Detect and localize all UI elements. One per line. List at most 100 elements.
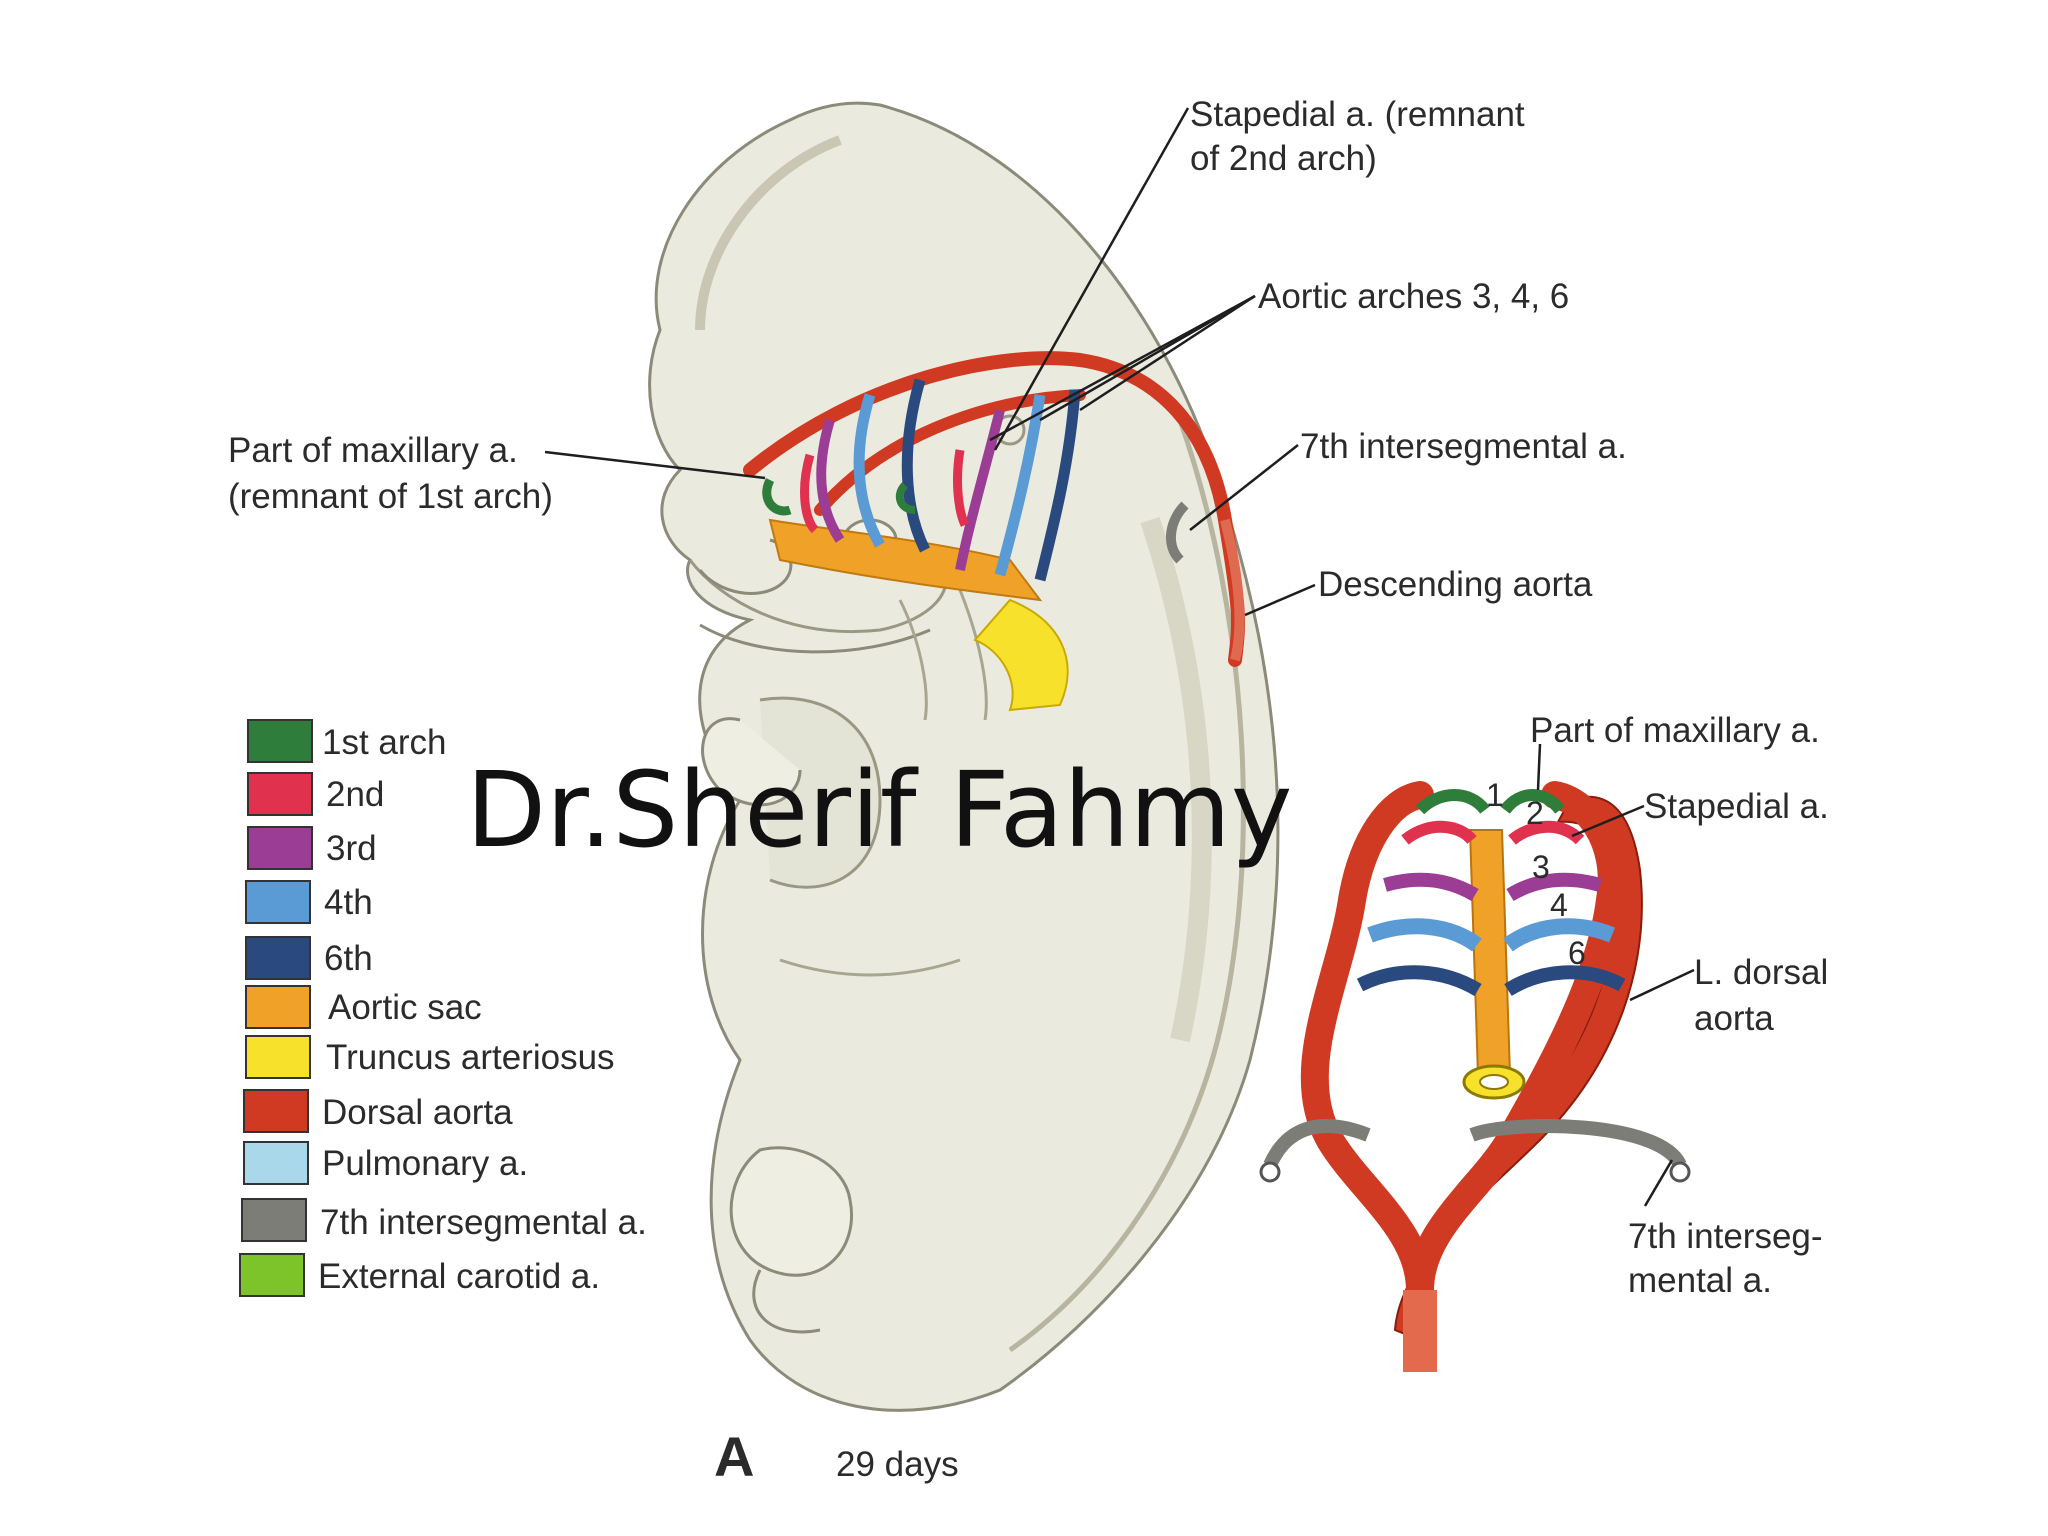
intersegmental-label: 7th intersegmental a. [1300,427,1627,466]
truncus-arteriosus [973,598,1069,712]
embryo-vessels [743,351,1245,712]
legend-label: 4th [324,883,373,922]
fourth-arch [1503,918,1616,952]
leader-line [1536,743,1542,791]
second-arch [1401,820,1477,845]
legend-item: External carotid a. [239,1253,600,1297]
aortic-arches-label: Aortic arches 3, 4, 6 [1258,277,1569,316]
arch-number-2: 2 [1526,795,1544,831]
maxillary-label-line2: (remnant of 1st arch) [228,477,553,516]
legend-swatch [239,1253,305,1297]
dorsal-contour [1008,419,1246,1353]
legend-swatch [247,772,313,816]
legend-label: 3rd [326,829,377,868]
intersegmental-artery-end [1669,1161,1691,1183]
legend-label: 1st arch [322,723,447,762]
legend-item: Truncus arteriosus [245,1035,615,1079]
legend-swatch [243,1089,309,1133]
legend-label: 7th intersegmental a. [320,1203,647,1242]
legend-item: 2nd [247,772,384,816]
intersegmental-artery [1165,501,1189,564]
legend-swatch [243,1141,309,1185]
first-arch [762,477,792,516]
arch-number-4: 4 [1550,887,1568,923]
legend-swatch [245,1035,311,1079]
second-arch [1508,820,1585,845]
upper-limb-bud [701,717,802,807]
heart-bulge [759,696,882,889]
intersegmental-artery-end [1259,1161,1281,1183]
second-arch [953,449,970,527]
sixth-arch [1356,965,1482,997]
legend-label: Dorsal aorta [322,1093,513,1132]
legend-item: 6th [245,936,373,980]
legend-item: 3rd [247,826,377,870]
legend-item: 4th [245,880,373,924]
panel-letter: A [714,1425,754,1488]
arch-number-6: 6 [1568,935,1586,971]
legend-label: Truncus arteriosus [326,1038,615,1077]
stapedial-label-line2: of 2nd arch) [1190,139,1377,178]
arch-number-3: 3 [1532,849,1550,885]
legend-label: 6th [324,939,373,978]
mouth-fold [699,623,931,654]
sixth-arch [1034,389,1081,582]
leader-lines [544,107,1316,617]
third-arch [1506,872,1602,902]
schematic-diagram: 1 2 3 4 6 Part of maxillary a. Stapedial… [1259,711,1829,1372]
left-dorsal-aorta [1300,781,1434,1369]
leader-line [1571,804,1645,838]
stapedial-label-line1: Stapedial a. (remnant [1190,95,1525,134]
sixth-arch [901,378,930,553]
legend-label: Aortic sac [328,988,482,1027]
leader-line [1629,968,1695,1002]
watermark: Dr.Sherif Fahmy [466,749,1292,871]
fourth-arch [994,394,1046,577]
legend-swatch [245,880,311,924]
third-arch [816,418,845,543]
schematic-maxillary-label: Part of maxillary a. [1530,711,1820,750]
first-arch [1500,789,1565,814]
first-arch [1415,789,1490,815]
arch-bulge [898,599,928,721]
legend-label: External carotid a. [318,1257,600,1296]
intersegmental-artery [1469,1119,1687,1169]
descending-aorta-label: Descending aorta [1318,565,1593,604]
third-arch [955,408,1005,571]
legend-item: 7th intersegmental a. [241,1198,647,1242]
right-dorsal-aorta [1406,781,1626,1304]
legend-swatch [245,936,311,980]
aortic-sac-trunk [1468,829,1512,1076]
fourth-arch [1367,918,1482,952]
legend-label: Pulmonary a. [322,1144,528,1183]
schematic-stapedial-label: Stapedial a. [1644,787,1829,826]
second-arch [800,453,819,534]
intersegmental-artery [1263,1119,1371,1169]
schematic-dorsal-aorta-label-line2: aorta [1694,999,1774,1038]
truncus-lumen [1479,1074,1509,1090]
schematic-dorsal-aorta-label-line1: L. dorsal [1694,953,1828,992]
face-contour [688,559,948,633]
schematic-intersegmental-label-line1: 7th interseg- [1628,1217,1823,1256]
legend-item: Dorsal aorta [243,1089,513,1133]
legend-swatch [247,826,313,870]
third-arch [1383,872,1479,902]
first-arch [895,482,916,514]
age-label: 29 days [836,1445,959,1484]
lower-limb-bud [729,1146,853,1277]
abdomen-contour [779,958,961,977]
tail [752,1269,821,1334]
arch-number-1: 1 [1486,777,1504,813]
legend-label: 2nd [326,775,384,814]
legend-swatch [247,719,313,763]
fourth-arch [853,393,885,548]
sixth-arch [1504,965,1626,997]
dorsal-aorta-lower [1220,518,1245,662]
maxillary-label-line1: Part of maxillary a. [228,431,518,470]
arch-bulge [958,589,988,721]
legend-item: Pulmonary a. [243,1141,528,1185]
legend-swatch [245,985,311,1029]
schematic-intersegmental-label-line2: mental a. [1628,1261,1772,1300]
legend-item: 1st arch [247,719,447,763]
